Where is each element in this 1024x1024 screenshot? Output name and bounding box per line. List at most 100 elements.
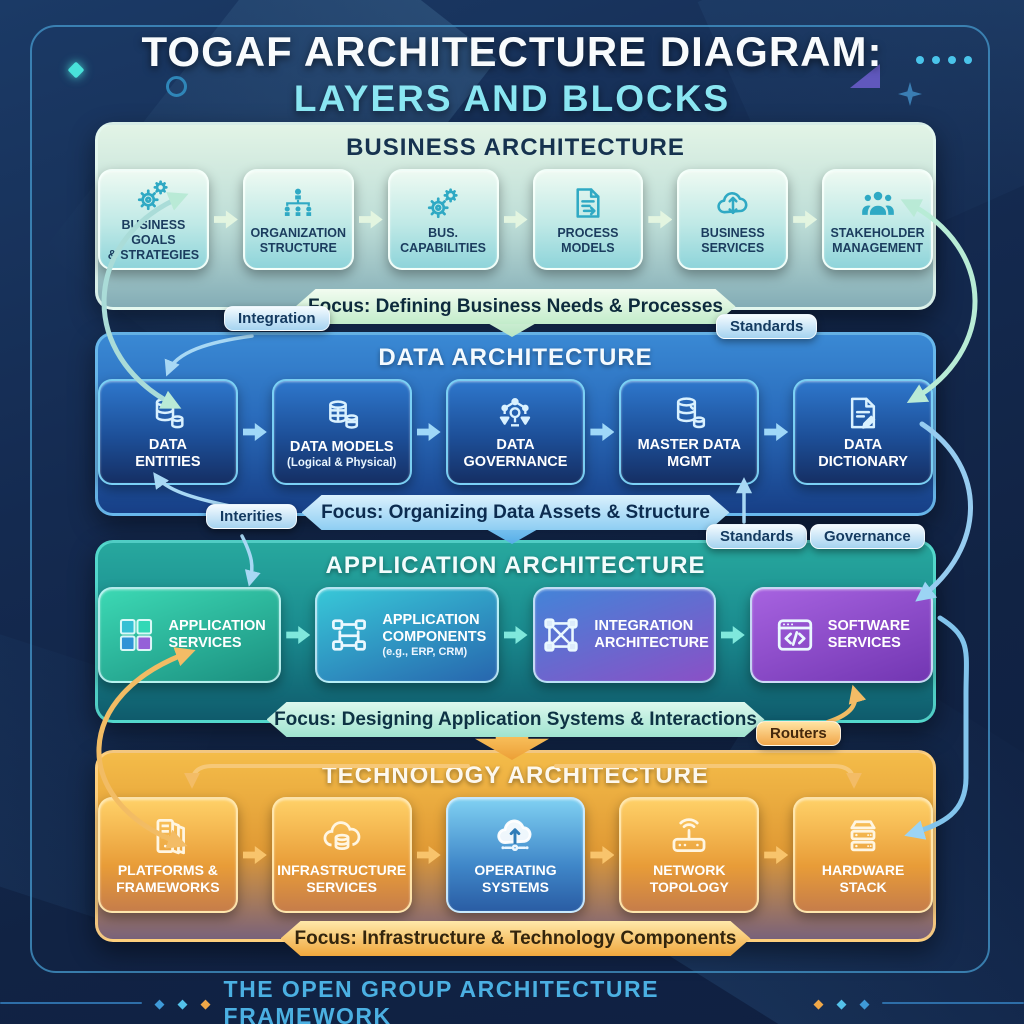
block-data: DATA DICTIONARY xyxy=(793,379,933,485)
footer: ◆ ◆ ◆ THE OPEN GROUP ARCHITECTURE FRAMEW… xyxy=(0,976,1024,1024)
focus-banner: Focus: Organizing Data Assets & Structur… xyxy=(302,495,730,530)
block-row: PLATFORMS & FRAMEWORKS INFRASTRUCTURE SER… xyxy=(98,797,933,913)
layer-title: DATA ARCHITECTURE xyxy=(378,344,653,371)
cloud-updown-icon xyxy=(714,184,752,222)
block-label: PLATFORMS & FRAMEWORKS xyxy=(116,862,220,895)
diamond-icon: ◆ xyxy=(154,995,165,1011)
flow-arrow-icon xyxy=(416,423,441,441)
block-label: SOFTWARE SERVICES xyxy=(827,617,910,651)
layer-technology-architecture: TECHNOLOGY ARCHITECTURE PLATFORMS & FRAM… xyxy=(95,750,936,942)
flow-arrow-icon xyxy=(503,626,528,644)
diamond-icon: ◆ xyxy=(200,995,211,1011)
footer-line xyxy=(0,1002,142,1004)
block-label: MASTER DATA MGMT xyxy=(637,436,741,470)
dots-decoration xyxy=(916,56,972,64)
block-label: OPERATING SYSTEMS xyxy=(474,862,557,895)
router-wifi-icon xyxy=(667,814,711,858)
server-tower-icon xyxy=(146,814,190,858)
diamond-icon: ◆ xyxy=(836,995,847,1011)
flow-arrow-icon xyxy=(358,210,383,229)
people-icon xyxy=(859,184,897,222)
block-sublabel: (e.g., ERP, CRM) xyxy=(382,646,468,659)
diamond-icon: ◆ xyxy=(859,995,870,1011)
block-application: APPLICATION SERVICES xyxy=(98,587,282,683)
block-row: APPLICATION SERVICES APPLICATION COMPONEN… xyxy=(98,587,933,683)
layer-data-architecture: DATA ARCHITECTURE DATA ENTITIES DATA MODE… xyxy=(95,332,936,516)
callout-integration: Integration xyxy=(224,306,330,331)
callout-routers: Routers xyxy=(756,721,841,746)
callout-interities: Interities xyxy=(206,504,297,529)
flow-arrow-icon xyxy=(764,423,789,441)
block-master-data: MASTER DATA MGMT xyxy=(619,379,760,485)
components-icon xyxy=(327,613,371,657)
focus-banner: Focus: Designing Application Systems & I… xyxy=(267,702,765,737)
flow-arrow-icon xyxy=(764,846,789,864)
database-pair-icon xyxy=(322,395,362,435)
block-label: STAKEHOLDER MANAGEMENT xyxy=(830,225,925,255)
triangle-decoration xyxy=(850,64,880,88)
block-data: DATA GOVERNANCE xyxy=(445,379,586,485)
org-chart-icon xyxy=(279,184,317,222)
callout-standards-data: Standards xyxy=(716,314,818,339)
block-label: HARDWARE STACK xyxy=(821,862,905,895)
block-operating: OPERATING SYSTEMS xyxy=(445,797,586,913)
block-label: BUS. CAPABILITIES xyxy=(400,225,487,255)
block-stakeholder: STAKEHOLDER MANAGEMENT xyxy=(822,169,933,270)
block-platforms: PLATFORMS & FRAMEWORKS xyxy=(98,797,238,913)
layer-title: APPLICATION ARCHITECTURE xyxy=(325,552,706,579)
block-label: ORGANIZATION STRUCTURE xyxy=(250,225,347,255)
title-line2: LAYERS AND BLOCKS xyxy=(293,78,731,119)
layer-title: BUSINESS ARCHITECTURE xyxy=(346,134,685,161)
block-organization: ORGANIZATION STRUCTURE xyxy=(242,169,354,270)
diamond-icon: ◆ xyxy=(813,995,824,1011)
block-label: DATA DICTIONARY xyxy=(818,436,908,470)
flow-arrow-icon xyxy=(416,846,441,864)
server-stack-icon xyxy=(841,814,885,858)
block-label: DATA MODELS xyxy=(289,439,394,456)
gears-icon xyxy=(424,184,462,222)
block-label: DATA GOVERNANCE xyxy=(463,436,568,470)
block-bus: BUS. CAPABILITIES xyxy=(387,169,499,270)
flow-arrow-icon xyxy=(793,210,818,229)
circle-outline-icon xyxy=(166,76,187,97)
block-sublabel: (Logical & Physical) xyxy=(287,456,397,469)
focus-banner: Focus: Defining Business Needs & Process… xyxy=(296,289,736,324)
block-business-goals: BUSINESS GOALS & STRATEGIES xyxy=(98,169,209,270)
block-label: PROCESS MODELS xyxy=(557,225,619,255)
flow-arrow-icon xyxy=(213,210,238,229)
block-label: BUSINESS GOALS & STRATEGIES xyxy=(107,218,200,262)
page-title: TOGAF ARCHITECTURE DIAGRAM: LAYERS AND B… xyxy=(0,28,1024,120)
flow-arrow-icon xyxy=(503,210,528,229)
block-software: SOFTWARE SERVICES xyxy=(749,587,933,683)
governance-network-icon xyxy=(495,393,535,433)
block-row: DATA ENTITIES DATA MODELS(Logical & Physi… xyxy=(98,379,933,485)
block-label: INTEGRATION ARCHITECTURE xyxy=(594,617,709,651)
flow-arrow-icon xyxy=(590,423,615,441)
layer-application-architecture: APPLICATION ARCHITECTURE APPLICATION SER… xyxy=(95,540,936,723)
block-label: APPLICATION COMPONENTS xyxy=(382,611,487,645)
gears-icon xyxy=(134,176,172,214)
footer-text: THE OPEN GROUP ARCHITECTURE FRAMEWORK xyxy=(223,976,659,1024)
flow-arrow-icon xyxy=(590,846,615,864)
code-window-icon xyxy=(773,613,817,657)
block-label: BUSINESS SERVICES xyxy=(700,225,765,255)
flow-arrow-icon xyxy=(242,423,267,441)
block-business: BUSINESS SERVICES xyxy=(677,169,789,270)
database-stack-icon xyxy=(148,393,188,433)
callout-standards-app: Standards xyxy=(706,524,808,549)
callout-governance: Governance xyxy=(810,524,925,549)
document-arrow-icon xyxy=(569,184,607,222)
layer-title: TECHNOLOGY ARCHITECTURE xyxy=(321,762,709,789)
flow-arrow-icon xyxy=(242,846,267,864)
block-hardware: HARDWARE STACK xyxy=(793,797,933,913)
block-data: DATA ENTITIES xyxy=(98,379,238,485)
block-data-models: DATA MODELS(Logical & Physical) xyxy=(271,379,412,485)
block-label: DATA ENTITIES xyxy=(135,436,201,470)
focus-banner: Focus: Infrastructure & Technology Compo… xyxy=(281,921,751,956)
block-label: APPLICATION SERVICES xyxy=(168,617,266,651)
cloud-upload-icon xyxy=(493,814,537,858)
document-pencil-icon xyxy=(843,393,883,433)
cloud-database-icon xyxy=(320,814,364,858)
block-label: INFRASTRUCTURE SERVICES xyxy=(277,862,407,895)
